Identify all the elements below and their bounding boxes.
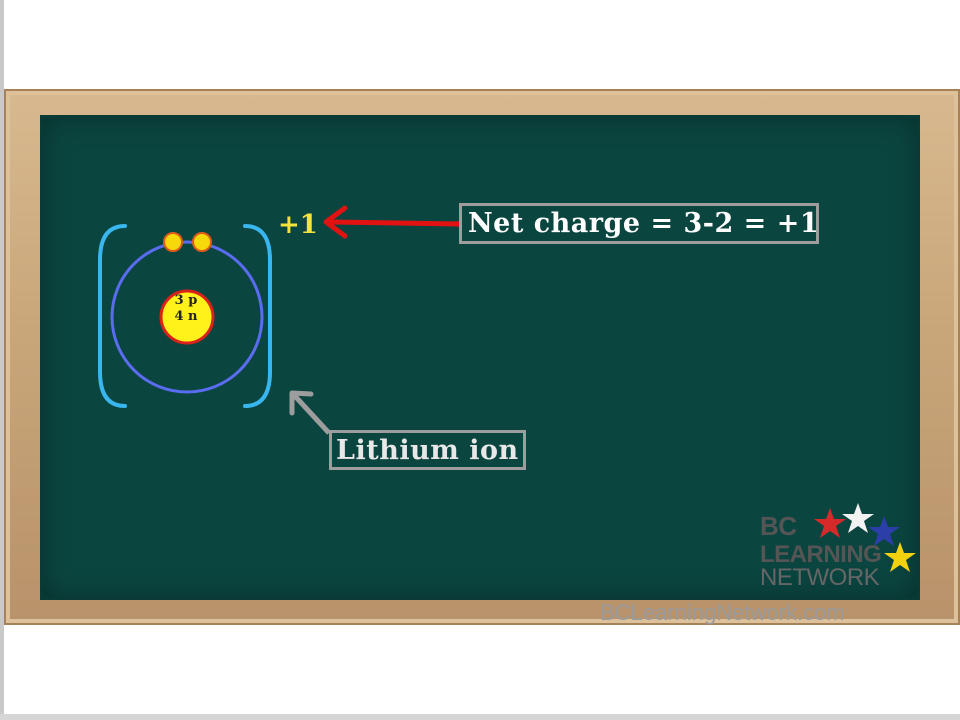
- right-bracket: [243, 224, 272, 408]
- red-arrow-shaft: [329, 219, 460, 227]
- white-star-icon: [842, 503, 874, 533]
- logo-bc: BC: [760, 511, 797, 541]
- red-arrow-head: [323, 205, 348, 239]
- logo-network: NETWORK: [760, 564, 880, 591]
- nucleus-label: 3 p 4 n: [161, 293, 211, 325]
- page-left-edge: [0, 0, 4, 720]
- left-bracket: [98, 224, 127, 408]
- lithium-ion-label: Lithium ion: [329, 430, 526, 470]
- website-url: BCLearningNetwork.com: [600, 600, 845, 625]
- page-bottom-edge: [0, 714, 960, 720]
- electron-orbit: [110, 240, 264, 394]
- yellow-star-icon: [884, 542, 916, 572]
- ion-charge-label: +1: [278, 210, 318, 240]
- neutron-count: 4 n: [174, 309, 198, 324]
- blue-star-icon: [868, 516, 900, 546]
- proton-count: 3 p: [174, 293, 198, 308]
- gray-arrow-shaft: [292, 393, 331, 435]
- electron-1: [163, 232, 183, 252]
- nucleus: [159, 289, 215, 345]
- gray-arrow-head: [289, 390, 314, 416]
- electron-2: [192, 232, 212, 252]
- net-charge-box: Net charge = 3-2 = +1: [459, 203, 819, 244]
- logo-learning: LEARNING: [760, 541, 882, 568]
- chalkboard: [40, 115, 920, 600]
- red-star-icon: [814, 508, 846, 538]
